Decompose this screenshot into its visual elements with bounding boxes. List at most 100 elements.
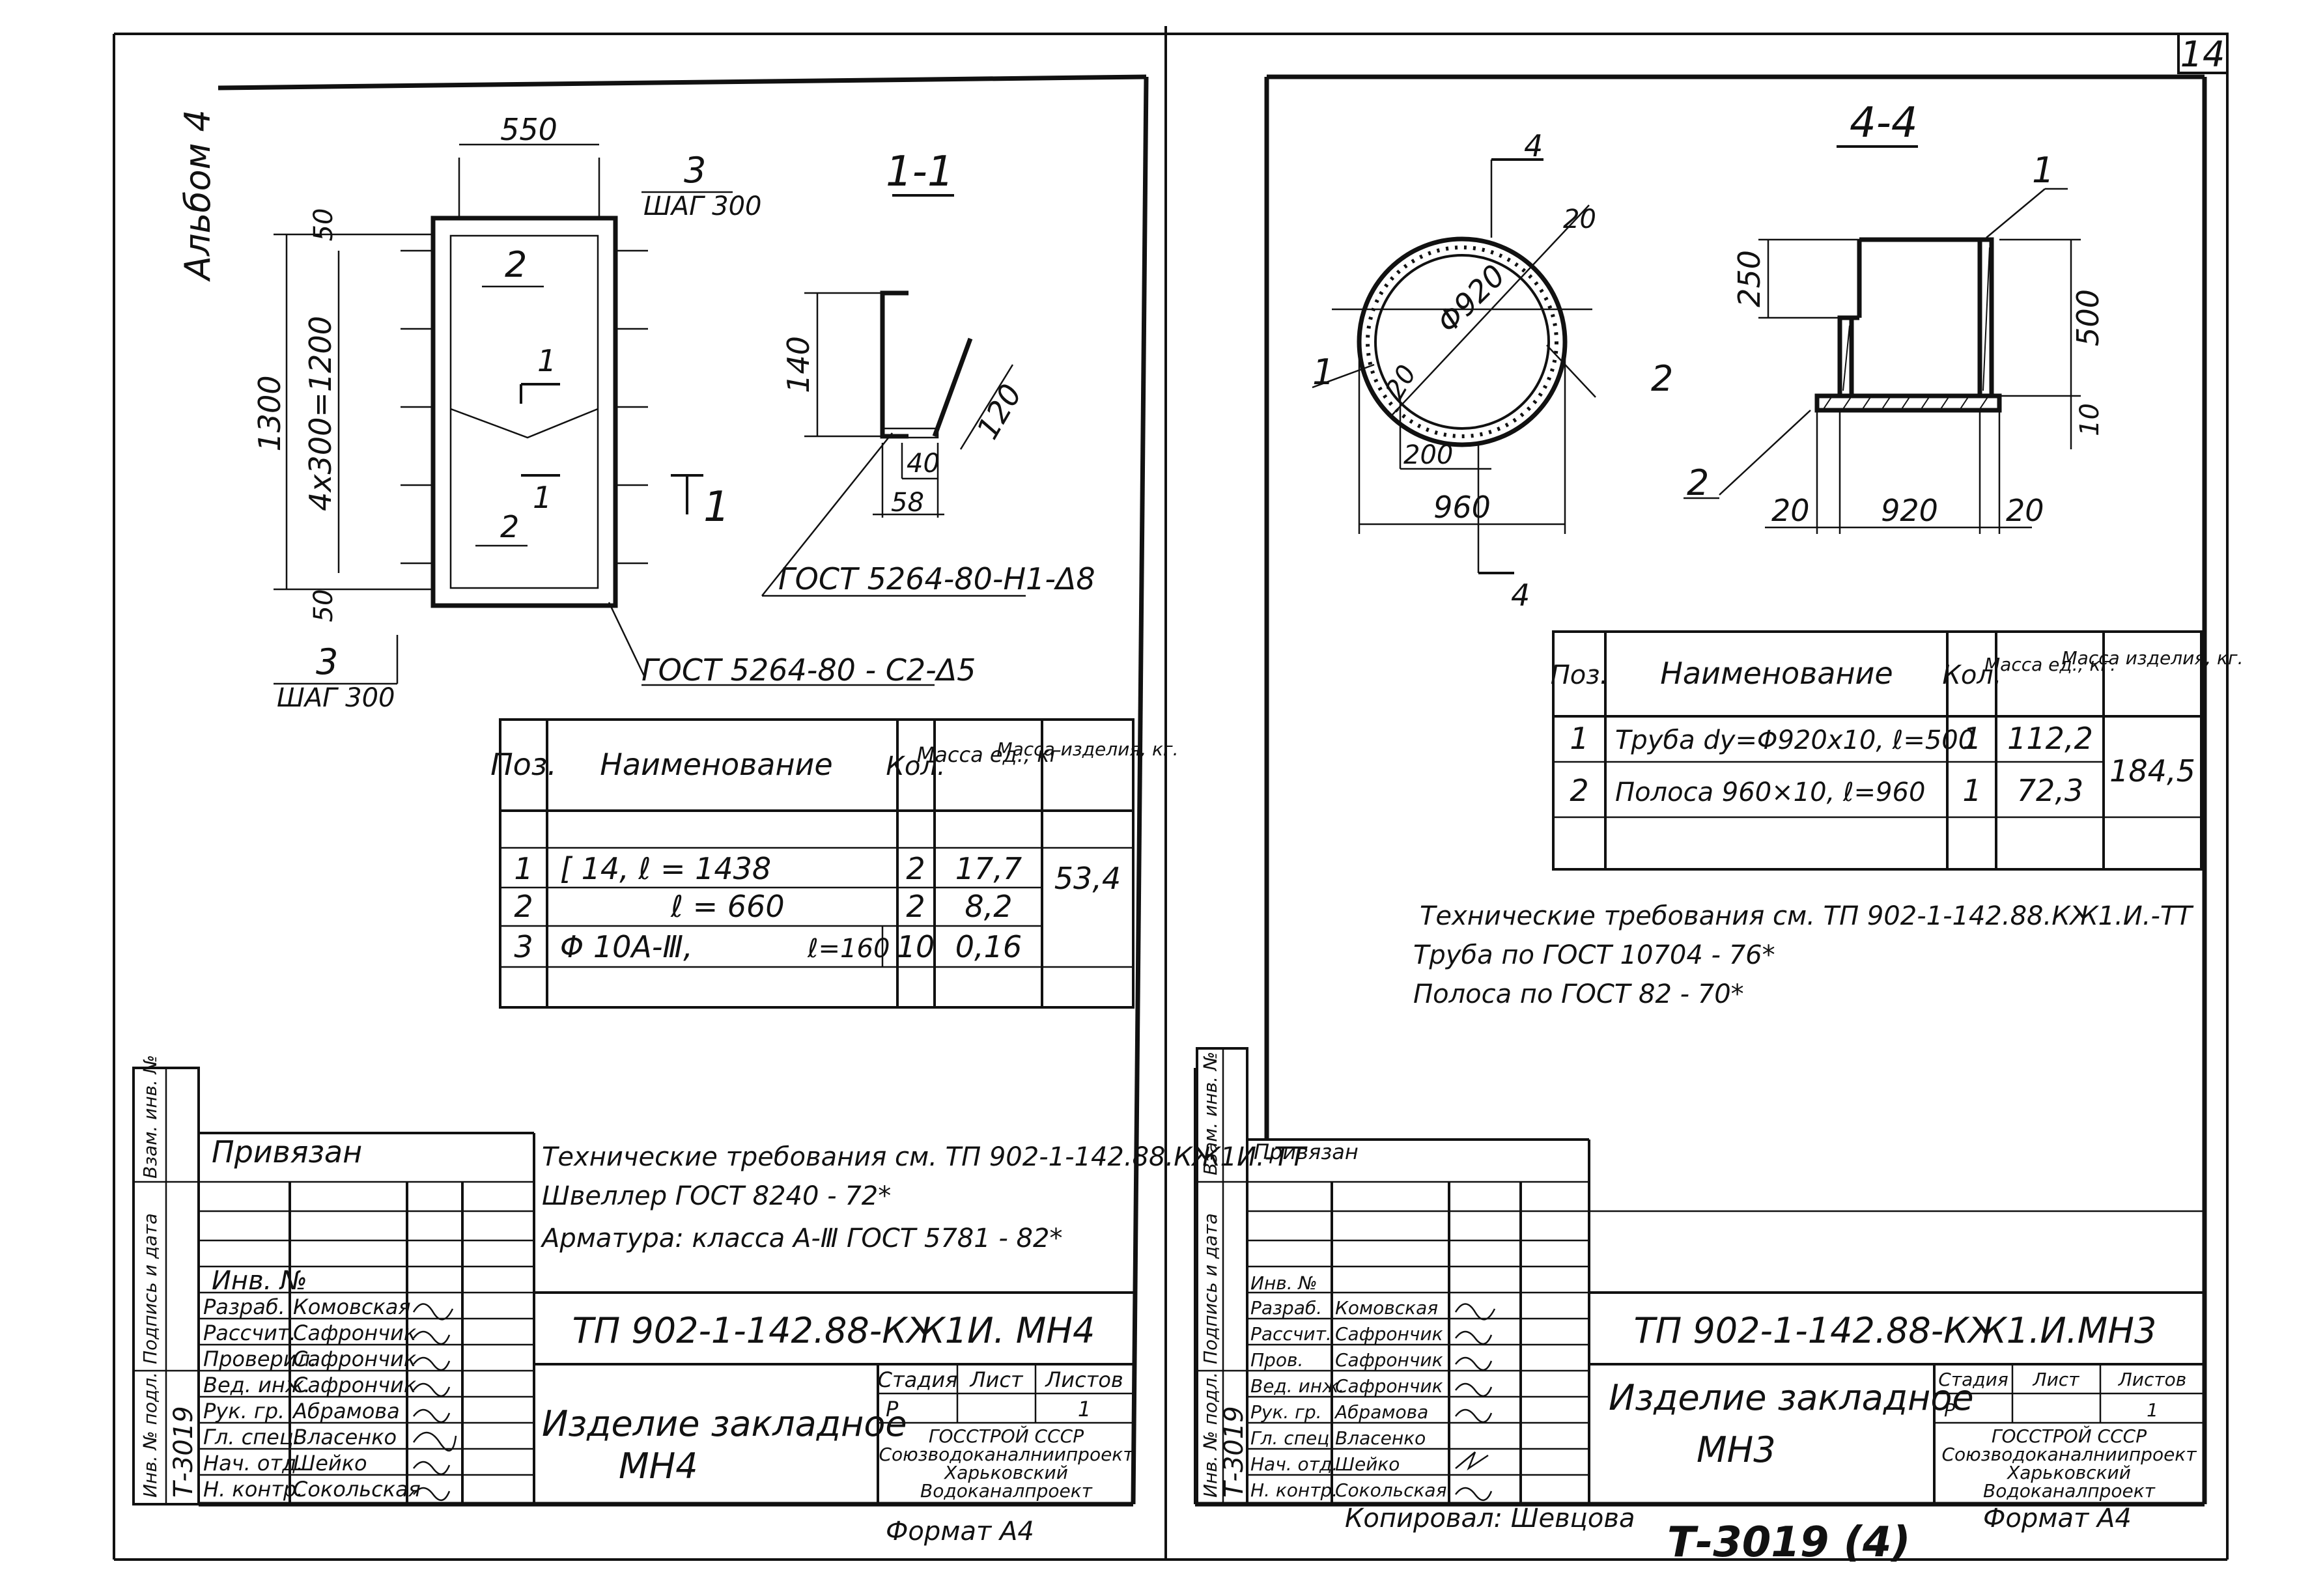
item-title: Изделие закладное [1609,1377,1974,1418]
pos-1: 1 [537,343,556,378]
spec-row-3-pos: 3 [514,929,533,964]
role-chief-specialist: Гл. спец. [203,1425,300,1449]
spec-row-2-pos: 2 [1570,773,1588,808]
signature-marks [1454,1303,1496,1501]
dim-flange: 40 [907,449,940,479]
cut-label-bottom: 4 [1511,578,1530,613]
org-line-2: Союзводоканалниипроект [1941,1444,2197,1465]
spec-row-1-qty: 1 [1962,721,1981,756]
name-lead-engineer: Сафрончик [1335,1375,1443,1397]
note-channel: Швеллер ГОСТ 8240 - 72* [542,1181,891,1211]
role-group-head: Рук. гр. [203,1399,285,1423]
name-checked: Сафрончик [293,1347,417,1371]
role-lead-engineer: Вед. инж. [203,1373,311,1397]
right-spec-table: Поз. Наименование Кол. Масса ед., кг. Ма… [1551,630,2244,871]
spec-row-3-length: ℓ=160 [807,934,890,964]
spec-row-1-qty: 2 [906,851,925,886]
format-label: Формат А4 [1983,1504,2132,1533]
name-group-head: Абрамова [1334,1401,1428,1423]
dim-step-height: 250 [1732,250,1767,307]
note-strip: Полоса по ГОСТ 82 - 70* [1413,979,1744,1009]
name-checked: Сафрончик [1335,1349,1443,1371]
stage-header: Стадия [1938,1369,2008,1390]
sheet-header: Лист [2033,1369,2080,1390]
inv-label: Инв. № [212,1266,307,1296]
pipe-plan-view: Φ920 20 20 4 4 200 960 1 2 [1312,128,1673,613]
tied-label: Привязан [1254,1140,1359,1164]
pos-1-section: 1 [2032,150,2054,191]
pos-2-plan: 2 [1651,358,1673,399]
dim-channel-height: 140 [781,336,816,393]
album-code: Т-3019 (4) [1667,1519,1911,1567]
cut-label-top: 4 [1524,128,1543,163]
org-line-1: ГОССТРОЙ СССР [929,1425,1084,1447]
role-department-head: Нач. отд. [203,1451,303,1476]
name-calculated: Сафрончик [293,1321,417,1345]
name-developer: Комовская [293,1295,411,1319]
dim-end-bottom: 50 [309,589,339,623]
right-notes: Технические требования см. ТП 902-1-142.… [1413,901,2194,1009]
name-norm-control: Сокольская [1335,1479,1446,1501]
role-calculated: Рассчит. [1250,1323,1332,1345]
name-chief-specialist: Власенко [1335,1427,1426,1449]
weld-note-upper: ГОСТ 5264-80-Н1-Δ8 [778,561,1095,596]
dim-left-20: 20 [1771,493,1810,528]
note-tech-req: Технические требования см. ТП 902-1-142.… [542,1142,1308,1172]
left-title-block: Привязан Инв. № Разраб. Рассчит. Провери… [199,1132,1134,1547]
left-side-stamp: Взам. инв. № Подпись и дата Инв. № подл.… [132,1055,200,1505]
pos-2-upper: 2 [505,244,527,285]
sheet-number-box: 14 [2177,33,2229,75]
org-line-2: Союзводоканалниипроект [879,1444,1134,1465]
spec-header-name: Наименование [1660,656,1893,691]
pos-3-lower: 3 [316,641,338,682]
spec-row-1-pos: 1 [514,851,533,886]
spec-row-2-qty: 2 [906,889,925,924]
org-line-4: Водоканалпроект [920,1480,1093,1502]
rebar-ticks [401,249,648,565]
stamp-inv-original: Инв. № подл. [1200,1372,1221,1498]
left-sheet: Альбом 4 550 1300 4x300=1200 50 50 [132,74,1308,1547]
dim-diameter: Φ920 [1430,258,1512,340]
stamp-signature-date: Подпись и дата [1200,1213,1221,1364]
spec-row-3-qty: 10 [897,929,935,964]
dim-step: 4x300=1200 [303,316,338,511]
role-lead-engineer: Вед. инж. [1250,1375,1344,1397]
name-calculated: Сафрончик [1335,1323,1443,1345]
spec-row-2-name: ℓ = 660 [670,889,785,924]
org-line-3: Харьковский [943,1462,1068,1483]
dim-inner-offset: 200 [1403,440,1453,470]
stage-value: Р [886,1397,899,1421]
dim-top-width: 550 [500,112,557,147]
spec-row-1-name: [ 14, ℓ = 1438 [560,851,771,886]
cut-mark-section: 1 [703,483,730,531]
section-label-1-1: 1-1 [886,148,954,196]
spec-total-mass: 184,5 [2109,753,2195,789]
doc-code: ТП 902-1-142.88-КЖ1И. МН4 [572,1310,1095,1351]
spec-total-mass: 53,4 [1054,861,1121,896]
sheets-header: Листов [2118,1369,2187,1390]
role-calculated: Рассчит. [203,1321,296,1345]
step-label-upper: ШАГ 300 [643,191,761,221]
role-department-head: Нач. отд. [1250,1453,1338,1475]
spec-header-pos: Поз. [1551,660,1609,690]
spec-header-pos: Поз. [490,747,557,782]
role-norm-control: Н. контр. [1250,1479,1338,1501]
spec-row-1-mass: 17,7 [955,851,1022,886]
spec-row-2-mass: 8,2 [965,889,1012,924]
section-label-4-4: 4-4 [1850,99,1918,147]
org-line-4: Водоканалпроект [1983,1480,2156,1502]
spec-row-1-name: Труба dу=Φ920х10, ℓ=500 [1615,725,1975,755]
pos-1-plan: 1 [1312,352,1334,393]
dim-right-20: 20 [2006,493,2044,528]
stamp-inv-value: Т-3019 [1219,1406,1249,1498]
pos-2-lower: 2 [500,509,519,544]
spec-header-name: Наименование [600,747,832,782]
name-norm-control: Сокольская [293,1477,421,1502]
dim-outer: 960 [1433,490,1491,525]
step-label-lower: ШАГ 300 [277,683,395,713]
spec-row-2-pos: 2 [514,889,533,924]
spec-header-unit-mass: Масса ед., кг. [1984,654,2116,675]
right-sheet: Φ920 20 20 4 4 200 960 1 2 4-4 [1194,74,2244,1533]
pos-3-upper: 3 [684,150,706,191]
spec-header-total-mass: Масса изделия, кг. [996,738,1178,760]
